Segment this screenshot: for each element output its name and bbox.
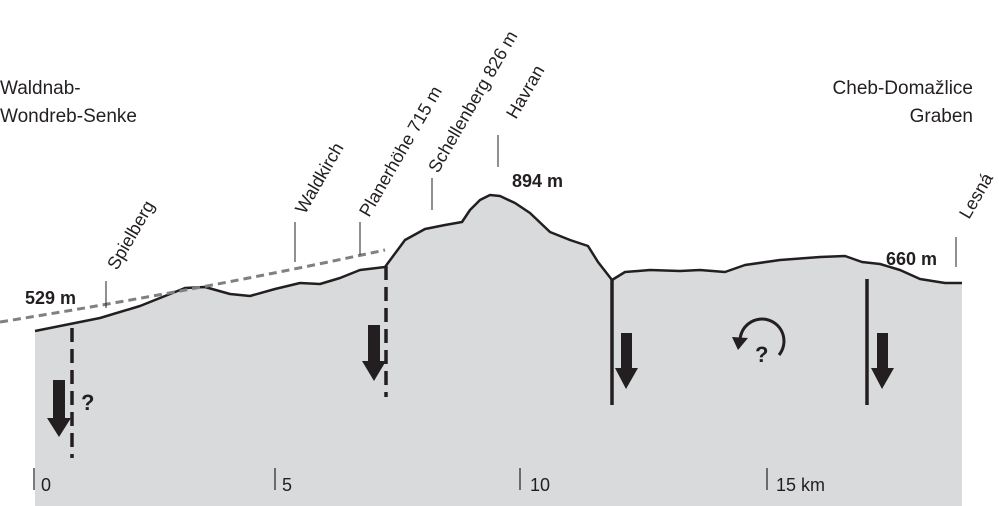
- axis-label-10: 10: [530, 475, 550, 495]
- rotation-arc-icon: [738, 317, 786, 356]
- axis-label-15km: 15 km: [776, 475, 825, 495]
- region-right-line2: Graben: [910, 106, 973, 127]
- elevation-peak: 894 m: [512, 171, 563, 191]
- region-right-line1: Cheb-Domažlice: [833, 78, 973, 99]
- place-lesna: Lesná: [955, 169, 997, 222]
- elevation-right: 660 m: [886, 249, 937, 269]
- rotation-arrowhead-icon: [732, 337, 748, 350]
- place-spielberg: Spielberg: [103, 197, 158, 273]
- question-mark-left: ?: [81, 390, 94, 415]
- axis-label-0: 0: [41, 475, 51, 495]
- region-left-line1: Waldnab-: [0, 78, 81, 99]
- region-left-line2: Wondreb-Senke: [0, 106, 137, 127]
- place-havran: Havran: [502, 62, 548, 122]
- question-mark-rotation: ?: [755, 342, 768, 367]
- dashed-paleosurface-curve: [0, 248, 386, 324]
- down-arrow-havran: [615, 333, 638, 389]
- place-waldkirch: Waldkirch: [291, 139, 348, 217]
- terrain-profile: [35, 195, 962, 506]
- down-arrow-right: [871, 333, 894, 389]
- down-arrow-middle: [362, 325, 386, 381]
- elevation-left: 529 m: [25, 288, 76, 308]
- surface-line: [34, 193, 962, 333]
- axis-label-5: 5: [282, 475, 292, 495]
- down-arrow-left: [47, 380, 71, 437]
